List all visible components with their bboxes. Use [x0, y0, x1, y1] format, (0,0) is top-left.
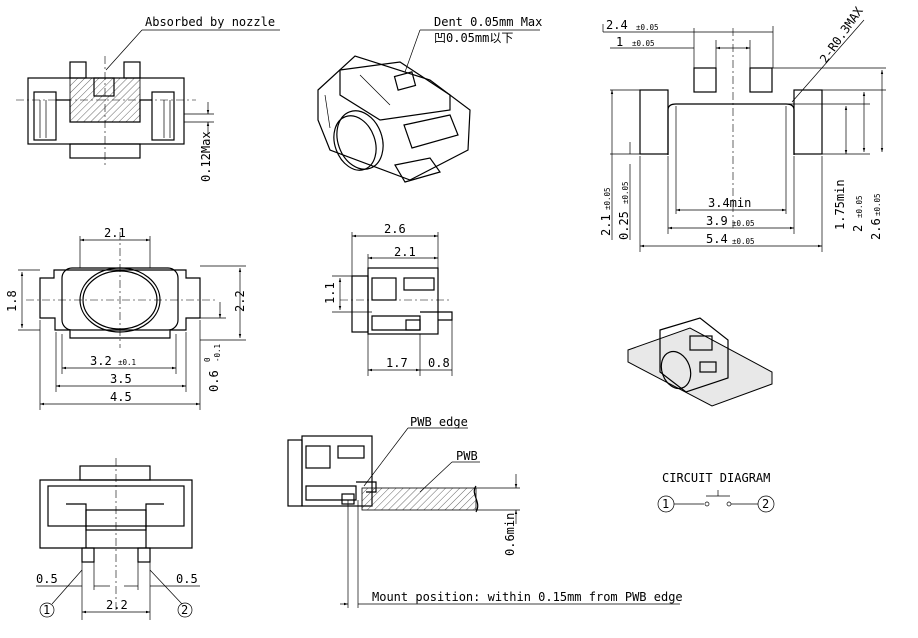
dim-d18: 1.8	[5, 290, 19, 312]
pin-1: 1	[43, 603, 50, 617]
dim-v025: 0.25	[617, 211, 631, 240]
label-pwb: PWB	[456, 449, 478, 463]
front-view-top	[16, 29, 280, 166]
label-max012: 0.12Max	[199, 131, 213, 182]
circuit-pin-1: 1	[662, 497, 669, 511]
label-pwb-edge: PWB edge	[410, 415, 468, 429]
label-dent2: 凹0.05mm以下	[434, 31, 513, 45]
dim-v025-tol: ±0.05	[621, 181, 630, 204]
dim-d32: 3.2	[90, 354, 112, 368]
dim-d45: 4.5	[110, 390, 132, 404]
dim-d06-tol-a: 0	[203, 357, 212, 362]
side-view	[332, 232, 453, 376]
dim-d11: 1.1	[323, 282, 337, 304]
dim-t01: ±0.1	[118, 358, 136, 367]
label-absorbed: Absorbed by nozzle	[145, 15, 275, 29]
isometric-on-pwb	[627, 317, 773, 407]
dim-v21: 2.1	[599, 214, 613, 236]
land-pattern	[602, 19, 886, 252]
dim-d22: 2.2	[233, 290, 247, 312]
label-circuit: CIRCUIT DIAGRAM	[662, 471, 770, 485]
dim-r39-tol: ±0.05	[732, 219, 755, 228]
label-mount: Mount position: within 0.15mm from PWB e…	[372, 590, 683, 604]
circuit-diagram	[657, 490, 775, 513]
dim-d17: 1.7	[386, 356, 408, 370]
dim-r54-tol: ±0.05	[732, 237, 755, 246]
dim-d35: 3.5	[110, 372, 132, 386]
dim-d26: 2.6	[384, 222, 406, 236]
dim-v26-tol: ±0.05	[873, 193, 882, 216]
mount-view	[287, 427, 680, 608]
dim-r24: 2.4	[606, 18, 628, 32]
dim-v2-tol: ±0.05	[855, 195, 864, 218]
dim-d21b: 2.1	[394, 245, 416, 259]
bottom-view	[36, 458, 200, 620]
dim-v26: 2.6	[869, 218, 883, 240]
isometric-view-top	[317, 29, 540, 183]
dim-d22b: 2.2	[106, 598, 128, 612]
dim-r24-tol: ±0.05	[636, 23, 659, 32]
dim-r1: 1	[616, 35, 623, 49]
dim-d21: 2.1	[104, 226, 126, 240]
dim-r34: 3.4min	[708, 196, 751, 210]
circuit-pin-2: 2	[762, 497, 769, 511]
dim-d05a: 0.5	[36, 572, 58, 586]
dim-d05b: 0.5	[176, 572, 198, 586]
dim-d06-tol-b: -0.1	[213, 344, 222, 362]
dim-v2: 2	[851, 225, 865, 232]
dim-v175: 1.75min	[833, 179, 847, 230]
dim-r39: 3.9	[706, 214, 728, 228]
dim-d08: 0.8	[428, 356, 450, 370]
dim-d06a: 0.6	[207, 370, 221, 392]
dim-r54: 5.4	[706, 232, 728, 246]
dim-r1-tol: ±0.05	[632, 39, 655, 48]
label-min06: 0.6min	[503, 513, 517, 556]
label-r03: 2-R0.3MAX	[817, 4, 866, 66]
top-view	[18, 232, 246, 410]
label-dent1: Dent 0.05mm Max	[434, 15, 542, 29]
pin-2: 2	[181, 603, 188, 617]
dim-v21-tol: ±0.05	[603, 187, 612, 210]
